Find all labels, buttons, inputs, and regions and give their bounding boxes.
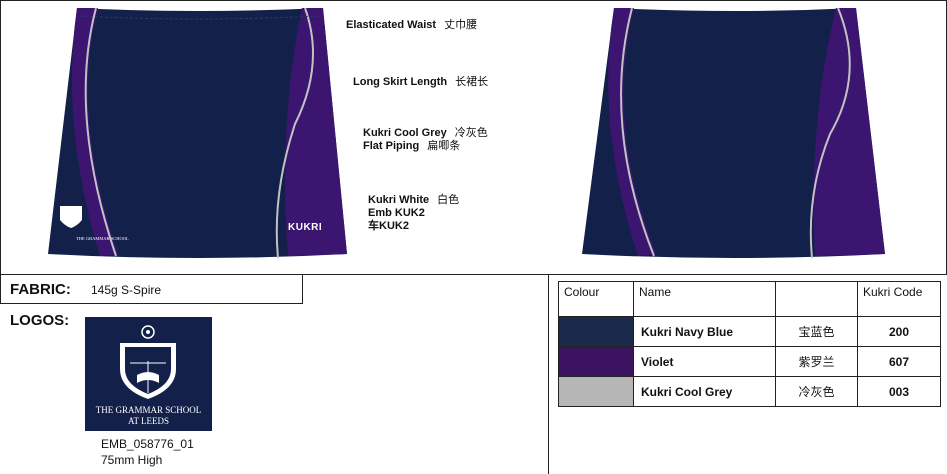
note-emb: Kukri White 白色 Emb KUK2 车KUK2	[368, 194, 459, 233]
note-emb-code: Emb KUK2	[368, 207, 425, 219]
swatch-navy	[558, 316, 634, 347]
colour-table-header: Colour Name Kukri Code	[558, 281, 941, 317]
kukri-brand-text: KUKRI	[288, 222, 323, 233]
note-length-en: Long Skirt Length	[353, 76, 448, 88]
colour-name: Kukri Cool Grey	[633, 376, 776, 407]
fabric-value: 145g S-Spire	[91, 283, 162, 297]
fabric-label: FABRIC:	[10, 281, 71, 298]
note-waist: Elasticated Waist 丈巾腰	[346, 19, 477, 32]
colour-row: Violet 紫罗兰 607	[558, 346, 941, 377]
header-colour: Colour	[558, 281, 634, 317]
note-piping: Kukri Cool Grey 冷灰色 Flat Piping 扁唧条	[363, 127, 488, 153]
skirt-front: THE GRAMMAR SCHOOL	[48, 7, 347, 259]
front-logo-text: THE GRAMMAR SCHOOL	[76, 236, 129, 241]
note-length-cn: 长裙长	[455, 76, 489, 88]
note-piping-type-en: Flat Piping	[363, 140, 420, 152]
colour-row: Kukri Navy Blue 宝蓝色 200	[558, 316, 941, 347]
colour-code: 200	[857, 316, 941, 347]
colour-cn: 紫罗兰	[775, 346, 858, 377]
header-name: Name	[633, 281, 776, 317]
note-piping-type-cn: 扁唧条	[427, 140, 461, 152]
school-crest-icon	[120, 325, 176, 399]
swatch-violet	[558, 346, 634, 377]
logo-size: 75mm High	[101, 453, 163, 467]
header-cn	[775, 281, 858, 317]
colour-cn: 冷灰色	[775, 376, 858, 407]
note-emb-code-cn: 车KUK2	[368, 220, 409, 232]
colour-row: Kukri Cool Grey 冷灰色 003	[558, 376, 941, 407]
school-line1: THE GRAMMAR SCHOOL	[95, 405, 202, 415]
colour-code: 607	[857, 346, 941, 377]
fabric-box	[0, 274, 303, 304]
note-waist-cn: 丈巾腰	[444, 19, 478, 31]
school-line2: AT LEEDS	[127, 416, 170, 426]
bottom-divider	[548, 274, 549, 474]
colour-table: Colour Name Kukri Code Kukri Navy Blue 宝…	[558, 281, 941, 407]
note-waist-en: Elasticated Waist	[346, 19, 437, 31]
colour-name: Violet	[633, 346, 776, 377]
colour-code: 003	[857, 376, 941, 407]
note-piping-colour-en: Kukri Cool Grey	[363, 127, 447, 139]
note-length: Long Skirt Length 长裙长	[353, 76, 488, 89]
swatch-grey	[558, 376, 634, 407]
note-piping-colour-cn: 冷灰色	[454, 127, 488, 139]
skirt-back	[582, 7, 885, 259]
kukri-logo-front: KUKRI	[288, 222, 322, 233]
note-emb-colour-en: Kukri White	[368, 194, 430, 206]
logos-label: LOGOS:	[10, 312, 70, 329]
colour-name: Kukri Navy Blue	[633, 316, 776, 347]
logo-code: EMB_058776_01	[101, 437, 194, 451]
school-logo: THE GRAMMAR SCHOOL AT LEEDS	[85, 317, 212, 431]
colour-cn: 宝蓝色	[775, 316, 858, 347]
note-emb-colour-cn: 白色	[437, 194, 460, 206]
header-code: Kukri Code	[857, 281, 941, 317]
